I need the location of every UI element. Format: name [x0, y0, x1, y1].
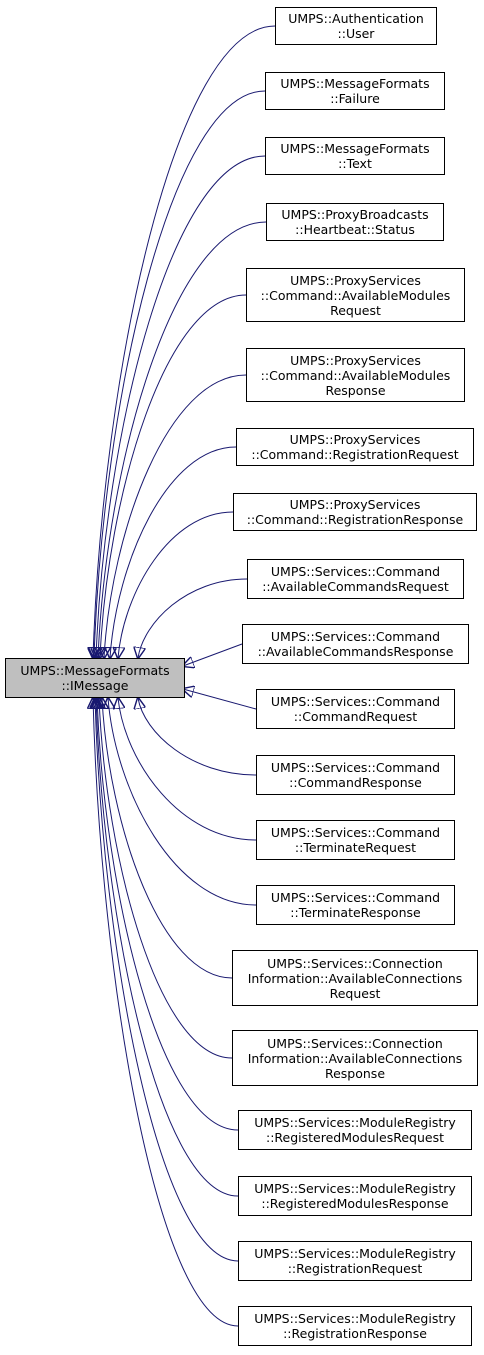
node-label-line: UMPS::ProxyServices	[290, 272, 421, 288]
node-label-line: UMPS::Services::Connection	[267, 955, 443, 971]
node-label-line: Response	[325, 382, 386, 398]
node-label-line: Response	[324, 1065, 386, 1081]
node-label-line: UMPS::Services::Command	[270, 564, 441, 579]
inheritance-edge	[93, 25, 276, 658]
node-label-line: UMPS::ProxyServices	[289, 497, 421, 512]
node-label-line: ::IMessage	[61, 678, 129, 693]
node-label-line: Request	[330, 302, 381, 318]
derived-class-node[interactable]: UMPS::ProxyServices::Command::AvailableM…	[246, 348, 465, 402]
derived-class-node[interactable]: UMPS::Services::Command::TerminateRespon…	[256, 885, 455, 925]
inheritance-edge	[183, 643, 243, 666]
derived-class-node[interactable]: UMPS::Authentication::User	[275, 7, 437, 45]
inheritance-edge	[138, 698, 257, 776]
derived-class-node[interactable]: UMPS::ProxyServices::Command::Registrati…	[236, 428, 474, 466]
derived-class-node[interactable]: UMPS::Services::Command::AvailableComman…	[247, 559, 464, 599]
node-label-line: UMPS::Services::ModuleRegistry	[254, 1246, 456, 1261]
node-label-line: ::Command::AvailableModules	[260, 367, 451, 383]
node-label-line: UMPS::ProxyServices	[290, 352, 421, 368]
inheritance-edge	[102, 698, 233, 979]
derived-class-node[interactable]: UMPS::ProxyBroadcasts::Heartbeat::Status	[266, 203, 444, 241]
inheritance-edge	[104, 374, 247, 658]
node-label-line: ::AvailableCommandsRequest	[262, 579, 449, 594]
node-label-line: UMPS::Services::Command	[270, 825, 441, 840]
node-label-line: ::Text	[338, 156, 372, 171]
node-label-line: ::RegisteredModulesResponse	[261, 1196, 449, 1211]
node-label-line: UMPS::ProxyBroadcasts	[281, 207, 429, 222]
derived-class-node[interactable]: UMPS::Services::ModuleRegistry::Registra…	[238, 1306, 472, 1346]
derived-class-node[interactable]: UMPS::MessageFormats::Failure	[265, 72, 445, 110]
node-label-line: UMPS::MessageFormats	[20, 663, 170, 678]
derived-class-node[interactable]: UMPS::ProxyServices::Command::AvailableM…	[246, 268, 465, 322]
node-label-line: UMPS::Services::ModuleRegistry	[254, 1311, 456, 1326]
inheritance-edge	[138, 578, 248, 658]
node-label-line: ::CommandResponse	[289, 775, 422, 790]
node-label-line: Request	[329, 985, 381, 1001]
inheritance-edge	[183, 689, 257, 710]
derived-class-node[interactable]: UMPS::Services::Command::AvailableComman…	[242, 624, 469, 664]
node-label-line: UMPS::MessageFormats	[280, 76, 430, 91]
inheritance-edge	[96, 155, 266, 658]
inheritance-edge	[99, 698, 233, 1059]
node-label-line: ::AvailableCommandsResponse	[257, 644, 454, 659]
node-label-line: UMPS::Services::Connection	[267, 1035, 443, 1051]
inheritance-edge	[108, 698, 257, 906]
inheritance-edge	[118, 511, 234, 658]
inheritance-edge	[94, 90, 266, 658]
node-label-line: UMPS::Services::Command	[270, 629, 441, 644]
node-label-line: ::User	[337, 26, 375, 41]
node-label-line: ::RegistrationResponse	[283, 1326, 427, 1341]
inheritance-edge	[118, 698, 257, 841]
node-label-line: ::TerminateResponse	[290, 905, 421, 920]
node-label-line: ::Command::AvailableModules	[260, 287, 451, 303]
node-label-line: ::CommandRequest	[293, 709, 418, 724]
derived-class-node[interactable]: UMPS::Services::Command::CommandResponse	[256, 755, 455, 795]
node-label-line: UMPS::Services::ModuleRegistry	[254, 1115, 456, 1130]
node-label-line: UMPS::MessageFormats	[280, 141, 430, 156]
base-class-node[interactable]: UMPS::MessageFormats::IMessage	[5, 658, 185, 698]
node-label-line: UMPS::Services::ModuleRegistry	[254, 1181, 456, 1196]
node-label-line: UMPS::Services::Command	[270, 694, 441, 709]
derived-class-node[interactable]: UMPS::Services::Command::TerminateReques…	[256, 820, 455, 860]
inheritance-edge	[96, 698, 239, 1197]
node-label-line: UMPS::ProxyServices	[289, 432, 421, 447]
node-label-line: ::Command::RegistrationRequest	[251, 447, 459, 462]
derived-class-node[interactable]: UMPS::Services::ModuleRegistry::Register…	[238, 1176, 472, 1216]
node-label-line: ::TerminateRequest	[294, 840, 417, 855]
inheritance-edge	[110, 446, 237, 658]
derived-class-node[interactable]: UMPS::ProxyServices::Command::Registrati…	[233, 493, 477, 531]
node-label-line: ::RegisteredModulesRequest	[266, 1130, 444, 1145]
inheritance-edge	[93, 698, 239, 1327]
derived-class-node[interactable]: UMPS::MessageFormats::Text	[265, 137, 445, 175]
node-label-line: UMPS::Services::Command	[270, 760, 441, 775]
derived-class-node[interactable]: UMPS::Services::Command::CommandRequest	[256, 689, 455, 729]
node-label-line: ::Command::RegistrationResponse	[246, 512, 464, 527]
inheritance-edge	[95, 698, 239, 1262]
inheritance-edge	[100, 294, 247, 658]
derived-class-node[interactable]: UMPS::Services::ModuleRegistry::Registra…	[238, 1241, 472, 1281]
inheritance-edge	[97, 698, 239, 1131]
node-label-line: ::Heartbeat::Status	[295, 222, 415, 237]
node-label-line: Information::AvailableConnections	[247, 1050, 463, 1066]
node-label-line: ::RegistrationRequest	[287, 1261, 423, 1276]
node-label-line: UMPS::Services::Command	[270, 890, 441, 905]
inheritance-edge	[98, 221, 267, 658]
derived-class-node[interactable]: UMPS::Services::ModuleRegistry::Register…	[238, 1110, 472, 1150]
node-label-line: UMPS::Authentication	[288, 11, 424, 26]
node-label-line: Information::AvailableConnections	[247, 970, 463, 986]
node-label-line: ::Failure	[330, 91, 380, 106]
